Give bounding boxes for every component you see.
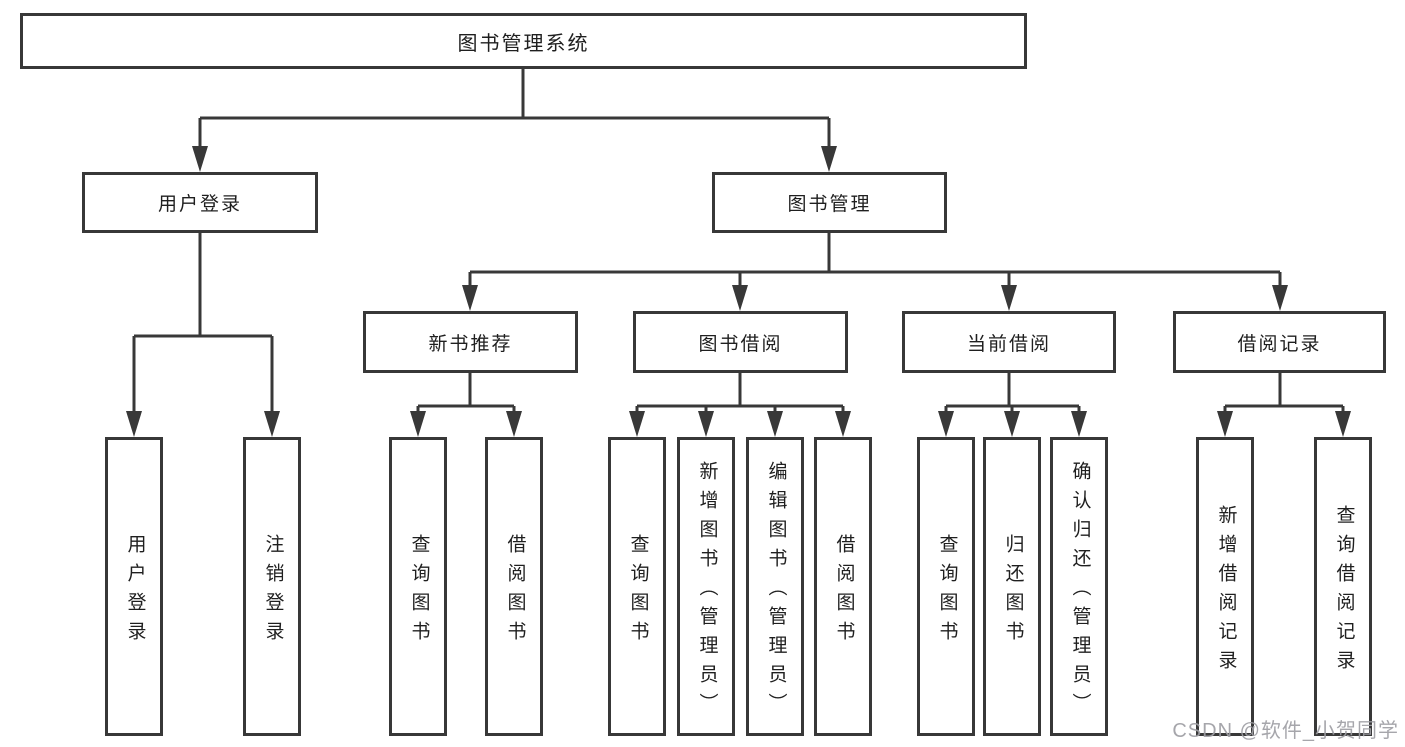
leaf-query-books-current: 查询图书 <box>917 437 975 736</box>
connector-book-management <box>468 233 1282 289</box>
node-label: 查询图书 <box>408 533 430 650</box>
node-user-login: 用户登录 <box>82 172 318 233</box>
node-label: 查询图书 <box>627 533 649 650</box>
leaf-add-books-admin: 新增图书（管理员） <box>677 437 735 736</box>
node-borrow-records: 借阅记录 <box>1173 311 1386 373</box>
leaf-borrow-books: 借阅图书 <box>814 437 872 736</box>
node-label: 用户登录 <box>157 194 242 215</box>
node-label: 新书推荐 <box>428 333 513 355</box>
arrowhead <box>938 411 954 437</box>
connector-current-borrow <box>944 373 1081 415</box>
arrowhead <box>1272 285 1288 311</box>
node-label: 图书管理系统 <box>457 32 590 55</box>
node-label: 归还图书 <box>1002 533 1024 650</box>
connector-borrow-records <box>1223 373 1345 415</box>
arrowhead <box>1004 411 1020 437</box>
leaf-query-books-borrow: 查询图书 <box>608 437 666 736</box>
arrowhead <box>264 411 280 437</box>
node-book-management: 图书管理 <box>712 172 947 233</box>
node-label: 注销登录 <box>262 533 284 650</box>
arrowhead <box>126 411 142 437</box>
node-label: 新增借阅记录 <box>1215 504 1237 679</box>
connector-new-book-recommend <box>416 373 516 415</box>
leaf-query-books-recommend: 查询图书 <box>389 437 447 736</box>
arrowhead <box>506 411 522 437</box>
node-label: 新增图书（管理员） <box>696 461 718 722</box>
connector-user-login <box>132 233 274 415</box>
node-label: 编辑图书（管理员） <box>765 461 787 722</box>
arrowhead <box>410 411 426 437</box>
arrowhead <box>1335 411 1351 437</box>
node-label: 借阅图书 <box>504 533 526 650</box>
node-label: 借阅图书 <box>833 533 855 650</box>
arrowhead <box>1001 285 1017 311</box>
node-label: 借阅记录 <box>1237 333 1322 355</box>
csdn-watermark: CSDN @软件_小贺同学 <box>1172 720 1399 742</box>
node-book-borrow: 图书借阅 <box>633 311 848 373</box>
arrowhead <box>698 411 714 437</box>
arrowhead <box>192 146 208 172</box>
node-label: 查询借阅记录 <box>1333 504 1355 679</box>
leaf-return-books: 归还图书 <box>983 437 1041 736</box>
leaf-edit-books-admin: 编辑图书（管理员） <box>746 437 804 736</box>
node-label: 确认归还（管理员） <box>1069 461 1091 722</box>
leaf-confirm-return-admin: 确认归还（管理员） <box>1050 437 1108 736</box>
arrowhead <box>462 285 478 311</box>
node-label: 图书管理 <box>787 194 872 215</box>
arrowhead <box>1217 411 1233 437</box>
node-label: 查询图书 <box>936 533 958 650</box>
node-new-book-recommend: 新书推荐 <box>363 311 578 373</box>
leaf-logout: 注销登录 <box>243 437 301 736</box>
leaf-borrow-books-recommend: 借阅图书 <box>485 437 543 736</box>
node-library-management-system: 图书管理系统 <box>20 13 1027 69</box>
arrowhead <box>767 411 783 437</box>
node-label: 用户登录 <box>124 533 146 650</box>
arrowhead <box>629 411 645 437</box>
arrowhead <box>1071 411 1087 437</box>
connector-book-borrow <box>635 373 845 415</box>
connector-root <box>198 69 831 150</box>
arrowhead <box>732 285 748 311</box>
leaf-add-borrow-record: 新增借阅记录 <box>1196 437 1254 736</box>
arrowhead <box>821 146 837 172</box>
node-label: 图书借阅 <box>698 333 783 355</box>
node-label: 当前借阅 <box>966 333 1051 355</box>
leaf-query-borrow-record: 查询借阅记录 <box>1314 437 1372 736</box>
leaf-user-login: 用户登录 <box>105 437 163 736</box>
arrowhead <box>835 411 851 437</box>
node-current-borrow: 当前借阅 <box>902 311 1116 373</box>
